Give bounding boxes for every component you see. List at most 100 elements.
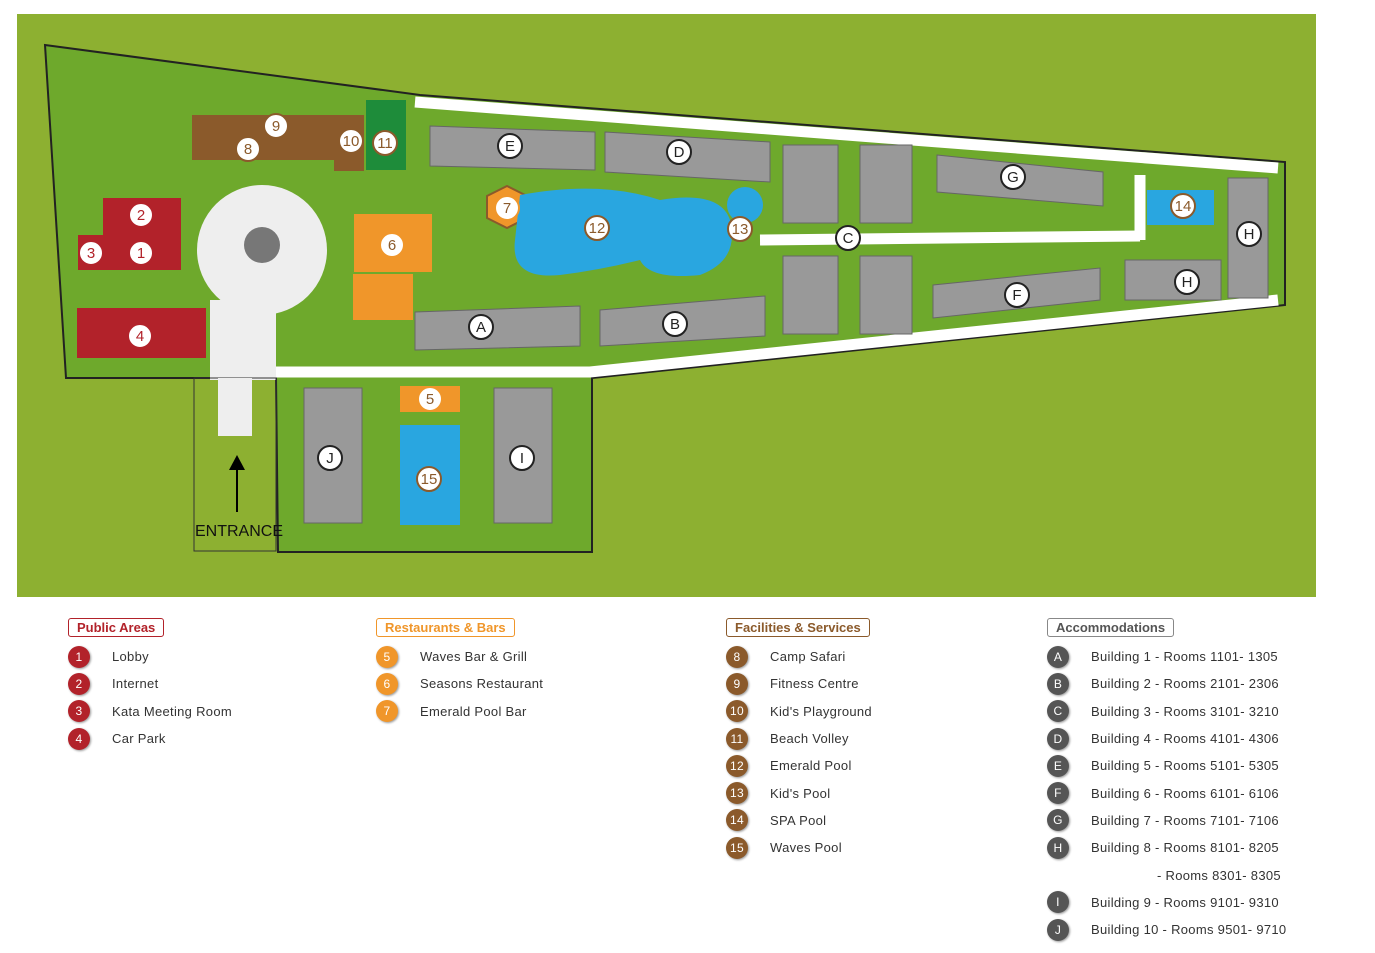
legend-label: Building 6 - Rooms 6101- 6106 (1091, 785, 1279, 801)
map-marker-1[interactable]: 1 (128, 240, 154, 266)
legend-label: Seasons Restaurant (420, 676, 544, 692)
map-marker-15[interactable]: 15 (416, 466, 442, 492)
legend-label: SPA Pool (770, 812, 827, 828)
map-marker-J[interactable]: J (317, 445, 343, 471)
legend-marker-icon: C (1047, 700, 1069, 723)
map-marker-7[interactable]: 7 (494, 195, 520, 221)
legend-marker-icon: 5 (376, 645, 398, 668)
marker-label: H (1244, 226, 1255, 243)
map-marker-B[interactable]: B (662, 311, 688, 337)
legend-item: B Building 2 - Rooms 2101- 2306 (1047, 670, 1286, 697)
map-marker-F[interactable]: F (1004, 282, 1030, 308)
marker-label: 5 (426, 391, 434, 408)
marker-label: 2 (137, 207, 145, 224)
marker-label: 6 (388, 237, 396, 254)
legend-label: Building 7 - Rooms 7101- 7106 (1091, 812, 1279, 828)
legend-label: Building 4 - Rooms 4101- 4306 (1091, 731, 1279, 747)
map-marker-H[interactable]: H (1174, 269, 1200, 295)
entrance-label: ENTRANCE (195, 523, 283, 540)
marker-label: 8 (244, 141, 252, 158)
legend-label: Waves Pool (770, 840, 842, 856)
legend-label: Fitness Centre (770, 676, 859, 692)
legend-marker-icon: 10 (726, 700, 748, 723)
map-marker-6[interactable]: 6 (379, 232, 405, 258)
legend-label: Car Park (112, 731, 166, 747)
marker-label: F (1012, 287, 1021, 304)
legend-item: - Rooms 8301- 8305 (1047, 861, 1286, 888)
marker-label: B (670, 316, 680, 333)
legend-marker-icon: G (1047, 809, 1069, 832)
legend-label: Building 9 - Rooms 9101- 9310 (1091, 894, 1279, 910)
legend-marker-icon: 13 (726, 782, 748, 805)
legend-title: Accommodations (1047, 618, 1175, 637)
legend-label: - Rooms 8301- 8305 (1157, 867, 1281, 883)
legend-label: Internet (112, 676, 159, 692)
map-marker-5[interactable]: 5 (417, 386, 443, 412)
legend-marker-icon: E (1047, 754, 1069, 777)
legend-marker-icon: 7 (376, 700, 398, 723)
map-marker-10[interactable]: 10 (338, 128, 364, 154)
legend-item: 4 Car Park (68, 725, 232, 752)
legend-title: Public Areas (68, 618, 165, 637)
marker-label: 15 (421, 471, 438, 488)
legend-label: Emerald Pool Bar (420, 703, 527, 719)
map-marker-9[interactable]: 9 (263, 113, 289, 139)
legend-label: Kid's Playground (770, 703, 872, 719)
map-marker-G[interactable]: G (1000, 164, 1026, 190)
marker-label: 10 (343, 133, 360, 150)
legend-marker-icon: 4 (68, 727, 90, 750)
map-marker-2[interactable]: 2 (128, 202, 154, 228)
legend-label: Camp Safari (770, 649, 846, 665)
marker-label: G (1007, 169, 1019, 186)
map-marker-13[interactable]: 13 (727, 216, 753, 242)
legend-marker-icon: 15 (726, 836, 748, 859)
map-marker-A[interactable]: A (468, 314, 494, 340)
marker-label: J (326, 450, 334, 467)
marker-label: 3 (87, 245, 95, 262)
map-marker-I[interactable]: I (509, 445, 535, 471)
legend-title: Restaurants & Bars (376, 618, 515, 637)
marker-label: 13 (732, 221, 749, 238)
marker-label: H (1182, 274, 1193, 291)
entrance: ENTRANCE (193, 377, 283, 552)
legend-marker-icon: B (1047, 672, 1069, 695)
map-marker-H[interactable]: H (1236, 221, 1262, 247)
legend-label: Building 1 - Rooms 1101- 1305 (1091, 649, 1278, 665)
map-marker-4[interactable]: 4 (127, 323, 153, 349)
legend-item: 15 Waves Pool (726, 834, 872, 861)
map-marker-E[interactable]: E (497, 133, 523, 159)
map-marker-11[interactable]: 11 (372, 130, 398, 156)
legend-label: Building 10 - Rooms 9501- 9710 (1091, 922, 1287, 938)
legend-label: Kid's Pool (770, 785, 831, 801)
map-marker-D[interactable]: D (666, 139, 692, 165)
map-marker-8[interactable]: 8 (235, 136, 261, 162)
map-marker-3[interactable]: 3 (78, 240, 104, 266)
legend-item: 7 Emerald Pool Bar (376, 698, 543, 725)
marker-label: D (674, 144, 685, 161)
legend-marker-icon: I (1047, 891, 1069, 914)
marker-label: C (843, 230, 854, 247)
legend-marker-icon: 8 (726, 645, 748, 668)
map-marker-12[interactable]: 12 (584, 215, 610, 241)
driveway (210, 300, 276, 380)
marker-label: 4 (136, 328, 144, 345)
legend-marker-icon: A (1047, 645, 1069, 668)
marker-label: A (476, 319, 486, 336)
map-marker-14[interactable]: 14 (1170, 193, 1196, 219)
legend-label: Building 2 - Rooms 2101- 2306 (1091, 676, 1279, 692)
legend-label: Beach Volley (770, 731, 849, 747)
marker-label: 11 (377, 135, 393, 152)
map-marker-C[interactable]: C (835, 225, 861, 251)
legend-marker-icon: 6 (376, 672, 398, 695)
